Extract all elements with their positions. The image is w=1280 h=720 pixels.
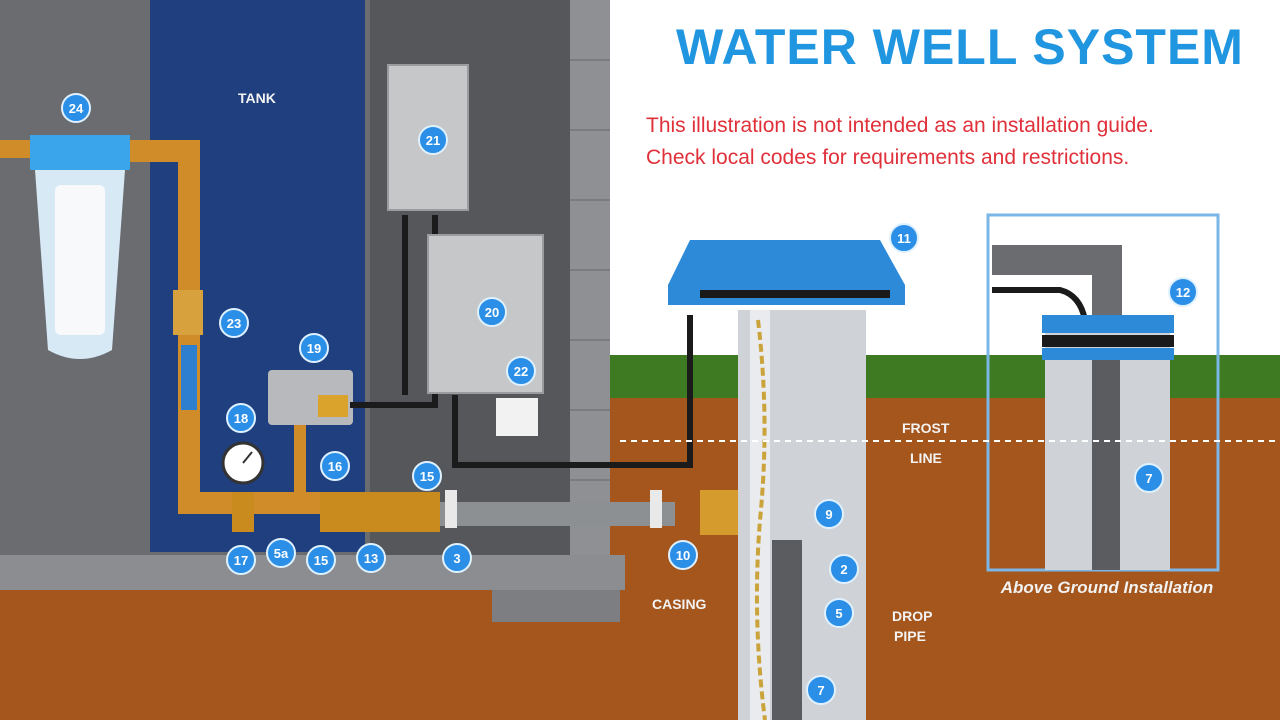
casing-label: CASING	[652, 596, 707, 612]
wall-column	[570, 0, 610, 560]
callout-18: 18	[226, 403, 256, 433]
callout-5a: 5a	[266, 538, 296, 568]
callout-15: 15	[412, 461, 442, 491]
callout-5: 5	[824, 598, 854, 628]
page-title: WATER WELL SYSTEM	[676, 19, 1244, 75]
callout-17: 17	[226, 545, 256, 575]
callout-21: 21	[418, 125, 448, 155]
drop-pipe	[772, 540, 802, 720]
disclaimer-line-1: This illustration is not intended as an …	[646, 114, 1154, 137]
callout-15b: 15	[306, 545, 336, 575]
callout-23: 23	[219, 308, 249, 338]
callout-2: 2	[829, 554, 859, 584]
callout-24: 24	[61, 93, 91, 123]
callout-19: 19	[299, 333, 329, 363]
callout-3: 3	[442, 543, 472, 573]
callout-10: 10	[668, 540, 698, 570]
callout-16: 16	[320, 451, 350, 481]
junction-box	[496, 398, 538, 436]
footing	[492, 590, 620, 622]
disclaimer-line-2: Check local codes for requirements and r…	[646, 146, 1130, 169]
above-ground-caption: Above Ground Installation	[1000, 578, 1214, 597]
flow-indicator	[181, 345, 197, 410]
callout-13: 13	[356, 543, 386, 573]
callout-20: 20	[477, 297, 507, 327]
tank-label: TANK	[238, 90, 276, 106]
pitless-adapter	[700, 490, 745, 535]
callout-11: 11	[889, 223, 919, 253]
frost-line-label-2: LINE	[910, 450, 942, 466]
callout-7: 7	[806, 675, 836, 705]
callout-7b: 7	[1134, 463, 1164, 493]
above-ground-inset	[986, 213, 1220, 572]
drop-pipe-label-2: PIPE	[894, 628, 926, 644]
drop-pipe-label-1: DROP	[892, 608, 933, 624]
frost-line-label-1: FROST	[902, 420, 950, 436]
water-filter	[30, 135, 130, 359]
soil-bottom	[0, 590, 740, 720]
well-cap	[668, 240, 905, 305]
supply-pipe	[440, 502, 675, 526]
callout-22: 22	[506, 356, 536, 386]
callout-12: 12	[1168, 277, 1198, 307]
union-fitting	[173, 290, 203, 335]
callout-9: 9	[814, 499, 844, 529]
